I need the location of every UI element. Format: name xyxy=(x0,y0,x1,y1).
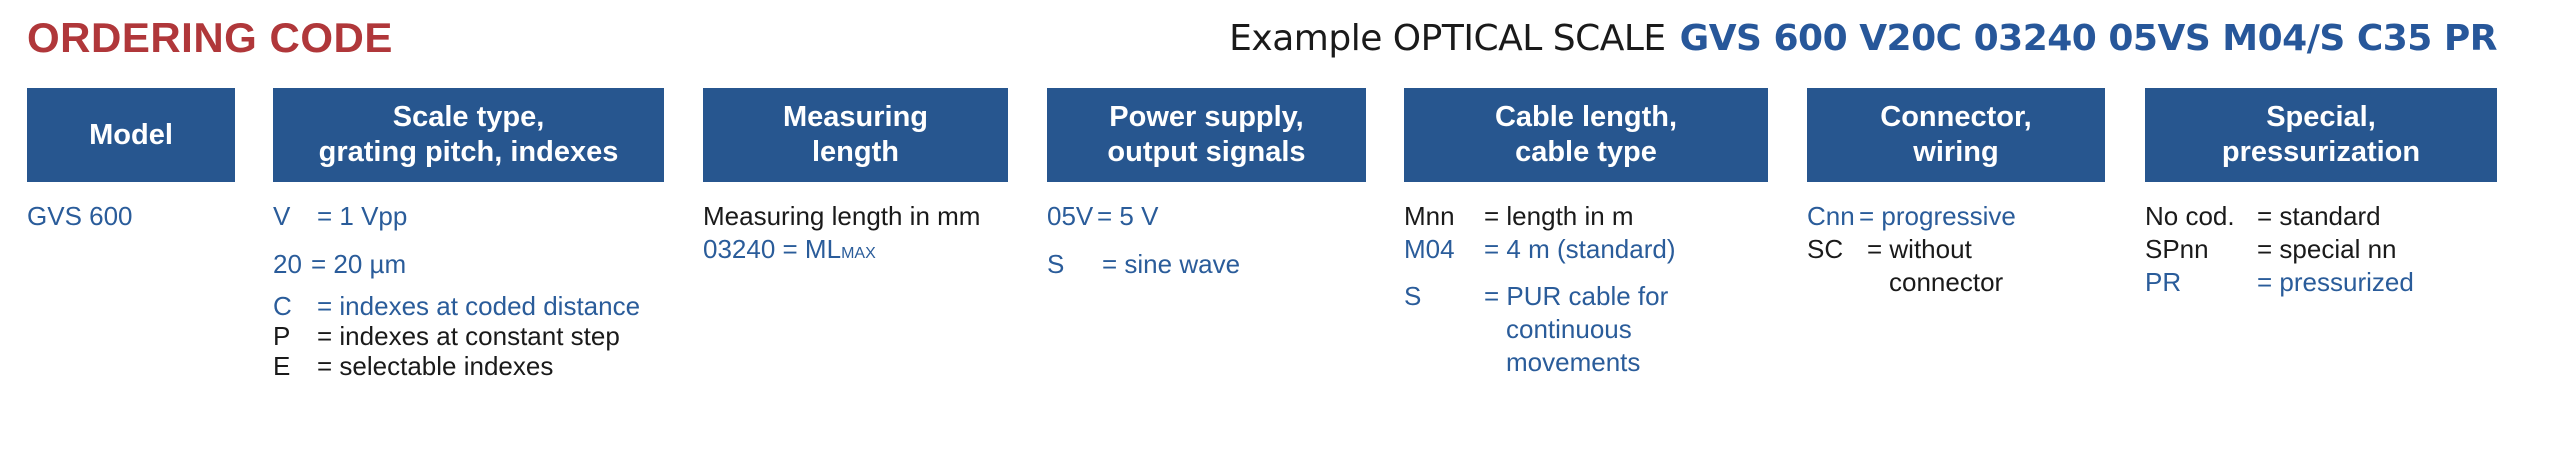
code-value: = length in m xyxy=(1484,201,1634,231)
header-scale-type: Scale type, grating pitch, indexes xyxy=(273,88,664,182)
example-code: GVS 600 V20C 03240 05VS M04/S C35 PR xyxy=(1679,18,2498,59)
header-cable: Cable length, cable type xyxy=(1404,88,1768,182)
code-value: = indexes at coded distance xyxy=(317,291,641,321)
code-key: M04 xyxy=(1404,234,1455,264)
header-scale-type-label: Scale type, grating pitch, indexes xyxy=(318,101,619,168)
header-model: Model xyxy=(27,88,235,182)
code-key: PR xyxy=(2145,267,2182,297)
code-key: V xyxy=(273,201,291,231)
header-special: Special, pressurization xyxy=(2145,88,2497,182)
code-value: = 1 Vpp xyxy=(317,201,408,231)
code-key: 05V xyxy=(1047,201,1094,231)
list-item: 03240 = MLMAX xyxy=(703,233,876,270)
measuring-description: Measuring length in mm xyxy=(703,201,981,231)
code-key: Mnn xyxy=(1404,201,1455,231)
model-entry: GVS 600 xyxy=(27,200,133,233)
ordering-code-title: ORDERING CODE xyxy=(27,14,393,61)
model-value: GVS 600 xyxy=(27,201,133,231)
code-value: = sine wave xyxy=(1102,249,1241,279)
measuring-example: 03240 = ML xyxy=(703,234,842,264)
header-connector: Connector, wiring xyxy=(1807,88,2105,182)
measuring-subscript: MAX xyxy=(841,245,876,262)
code-value: = standard xyxy=(2257,201,2381,231)
code-value: = indexes at constant step xyxy=(317,321,620,351)
header-cable-label: Cable length, cable type xyxy=(1494,101,1678,168)
code-key: S xyxy=(1404,281,1422,311)
header-connector-label: Connector, wiring xyxy=(1880,101,2032,168)
code-key: Cnn xyxy=(1807,201,1855,231)
header-power-supply-label: Power supply, output signals xyxy=(1107,101,1306,168)
code-key: SPnn xyxy=(2145,234,2209,264)
example-line: Example OPTICAL SCALE GVS 600 V20C 03240 … xyxy=(1229,14,2497,63)
example-label: Example OPTICAL SCALE xyxy=(1229,18,1666,59)
header-special-label: Special, pressurization xyxy=(2221,101,2421,168)
code-value: = 5 V xyxy=(1097,201,1159,231)
code-key: SC xyxy=(1807,234,1844,264)
code-value: = 4 m (standard) xyxy=(1484,234,1676,264)
code-key: E xyxy=(273,351,291,381)
header-power-supply: Power supply, output signals xyxy=(1047,88,1366,182)
code-value: = selectable indexes xyxy=(317,351,554,381)
code-value: = pressurized xyxy=(2257,267,2414,297)
code-key: P xyxy=(273,321,291,351)
code-key: No cod. xyxy=(2145,201,2235,231)
code-value: = without xyxy=(1867,234,1972,264)
code-value: = 20 µm xyxy=(311,249,407,279)
code-value-continued: connector xyxy=(1889,267,2004,297)
header-measuring-length-label: Measuring length xyxy=(782,101,929,168)
code-value: = special nn xyxy=(2257,234,2397,264)
header-measuring-length: Measuring length xyxy=(703,88,1008,182)
code-value-continued: movements xyxy=(1506,347,1641,377)
header-model-label: Model xyxy=(89,118,173,151)
list-item: Measuring length in mm xyxy=(703,200,980,233)
code-value: = progressive xyxy=(1859,201,2016,231)
code-key: C xyxy=(273,291,292,321)
code-value-continued: continuous xyxy=(1506,314,1632,344)
code-key: S xyxy=(1047,249,1065,279)
code-value: = PUR cable for xyxy=(1484,281,1669,311)
code-key: 20 xyxy=(273,249,302,279)
